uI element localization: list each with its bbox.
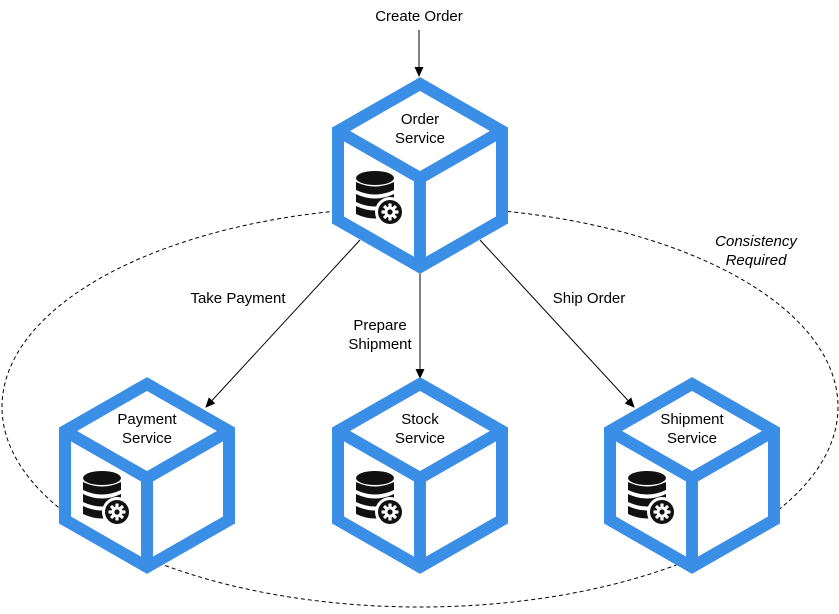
order-service-node[interactable]: Order Service <box>332 77 508 274</box>
ship-order-label: Ship Order <box>553 290 626 307</box>
create-order-label: Create Order <box>375 8 463 25</box>
take-payment-arrow <box>205 239 361 408</box>
consistency-label-line1: Consistency <box>715 233 798 250</box>
order-service-label-line1: Order <box>401 111 439 128</box>
prepare-shipment-label-line2: Shipment <box>348 336 412 353</box>
shipment-service-node[interactable]: Shipment Service <box>604 377 780 574</box>
ship-order-arrow <box>479 239 635 408</box>
order-service-label-line2: Service <box>395 130 445 147</box>
stock-service-label-line1: Stock <box>401 411 439 428</box>
shipment-service-label-line2: Service <box>667 430 717 447</box>
consistency-label-line2: Required <box>726 252 788 269</box>
stock-service-node[interactable]: Stock Service <box>332 377 508 574</box>
stock-service-label-line2: Service <box>395 430 445 447</box>
payment-service-node[interactable]: Payment Service <box>59 377 235 574</box>
take-payment-label: Take Payment <box>190 290 286 307</box>
payment-service-label-line2: Service <box>122 430 172 447</box>
prepare-shipment-label-line1: Prepare <box>353 317 406 334</box>
shipment-service-label-line1: Shipment <box>660 411 724 428</box>
payment-service-label-line1: Payment <box>117 411 177 428</box>
